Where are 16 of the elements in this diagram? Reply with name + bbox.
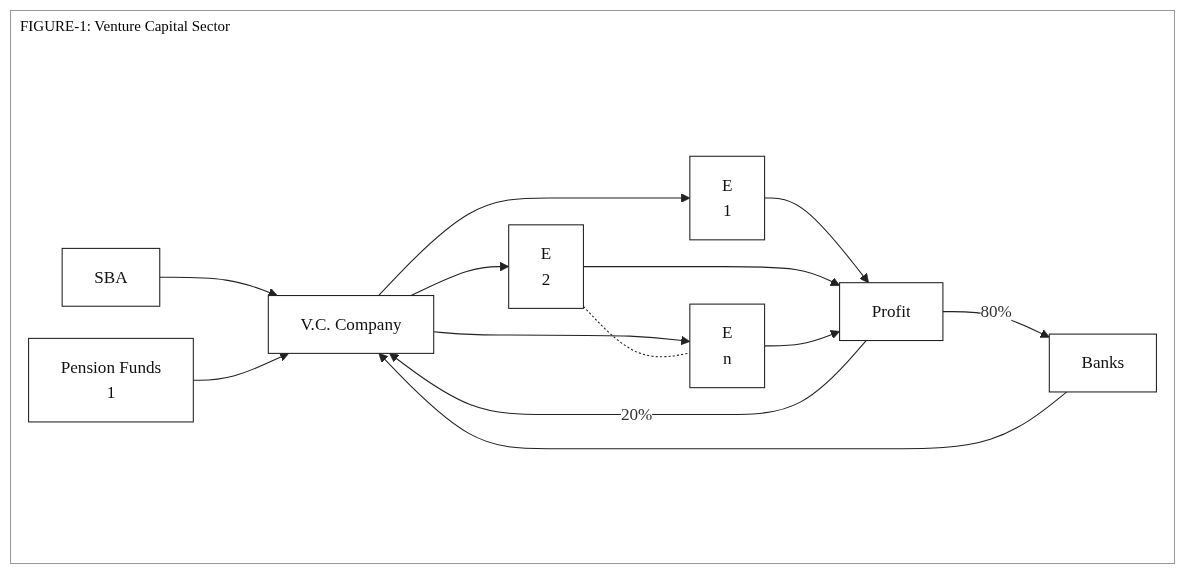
node-box: Profit [839, 282, 944, 342]
arrow [159, 276, 278, 297]
edge-label: 20% [620, 404, 653, 424]
node-box: V.C. Company [267, 295, 435, 354]
edge-label: 80% [980, 301, 1012, 321]
arrow [764, 197, 869, 284]
node-box: SBA [61, 247, 161, 307]
node-box: E n [689, 303, 766, 389]
arrow [378, 352, 1068, 450]
figure-title: FIGURE-1: Venture Capital Sector [20, 18, 231, 35]
arrow [764, 330, 840, 347]
node-box: Pension Funds 1 [28, 337, 194, 423]
node-box: E 1 [689, 155, 766, 241]
node-box: Banks [1048, 333, 1157, 393]
node-box: E 2 [508, 224, 584, 309]
arrow [389, 340, 867, 415]
